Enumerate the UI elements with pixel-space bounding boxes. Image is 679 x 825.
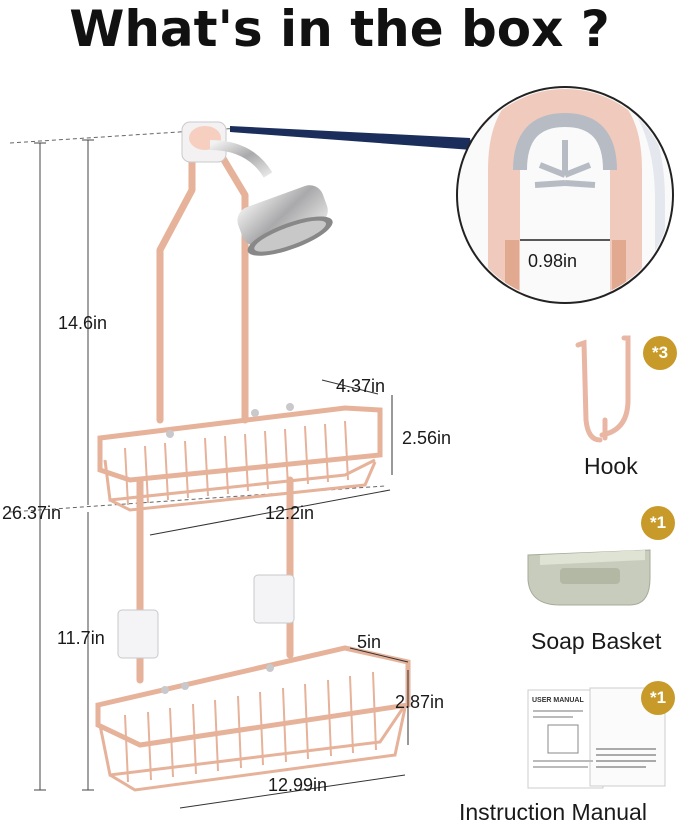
page-title: What's in the box ? [69, 0, 610, 58]
dim-upper-height: 14.6in [58, 313, 108, 333]
soap-basket [527, 549, 651, 606]
dim-top-height: 2.56in [402, 428, 452, 448]
manual-title: USER MANUAL [532, 697, 584, 704]
manual-caption: Instruction Manual [459, 799, 647, 825]
hook-qty-badge: *3 [643, 336, 677, 370]
instruction-manual-image [527, 687, 666, 789]
dim-top-depth: 4.37in [336, 376, 386, 396]
manual-qty-badge: *1 [641, 681, 675, 715]
hook-caption: Hook [584, 453, 638, 479]
soap-basket-qty-badge: *1 [641, 506, 675, 540]
dim-bottom-height: 2.87in [395, 692, 445, 712]
dim-hook-width: 0.98in [528, 251, 578, 271]
bottom-basket [95, 645, 411, 792]
dim-top-width: 12.2in [265, 503, 315, 523]
dim-bottom-depth: 5in [357, 632, 382, 652]
top-basket [97, 405, 383, 512]
dim-bottom-width: 12.99in [268, 775, 328, 795]
dim-lower-height: 11.7in [57, 628, 105, 648]
soap-basket-caption: Soap Basket [531, 628, 662, 654]
shower-head [237, 185, 333, 256]
dim-total-height: 26.37in [2, 503, 62, 523]
hook-accessory [575, 335, 631, 443]
